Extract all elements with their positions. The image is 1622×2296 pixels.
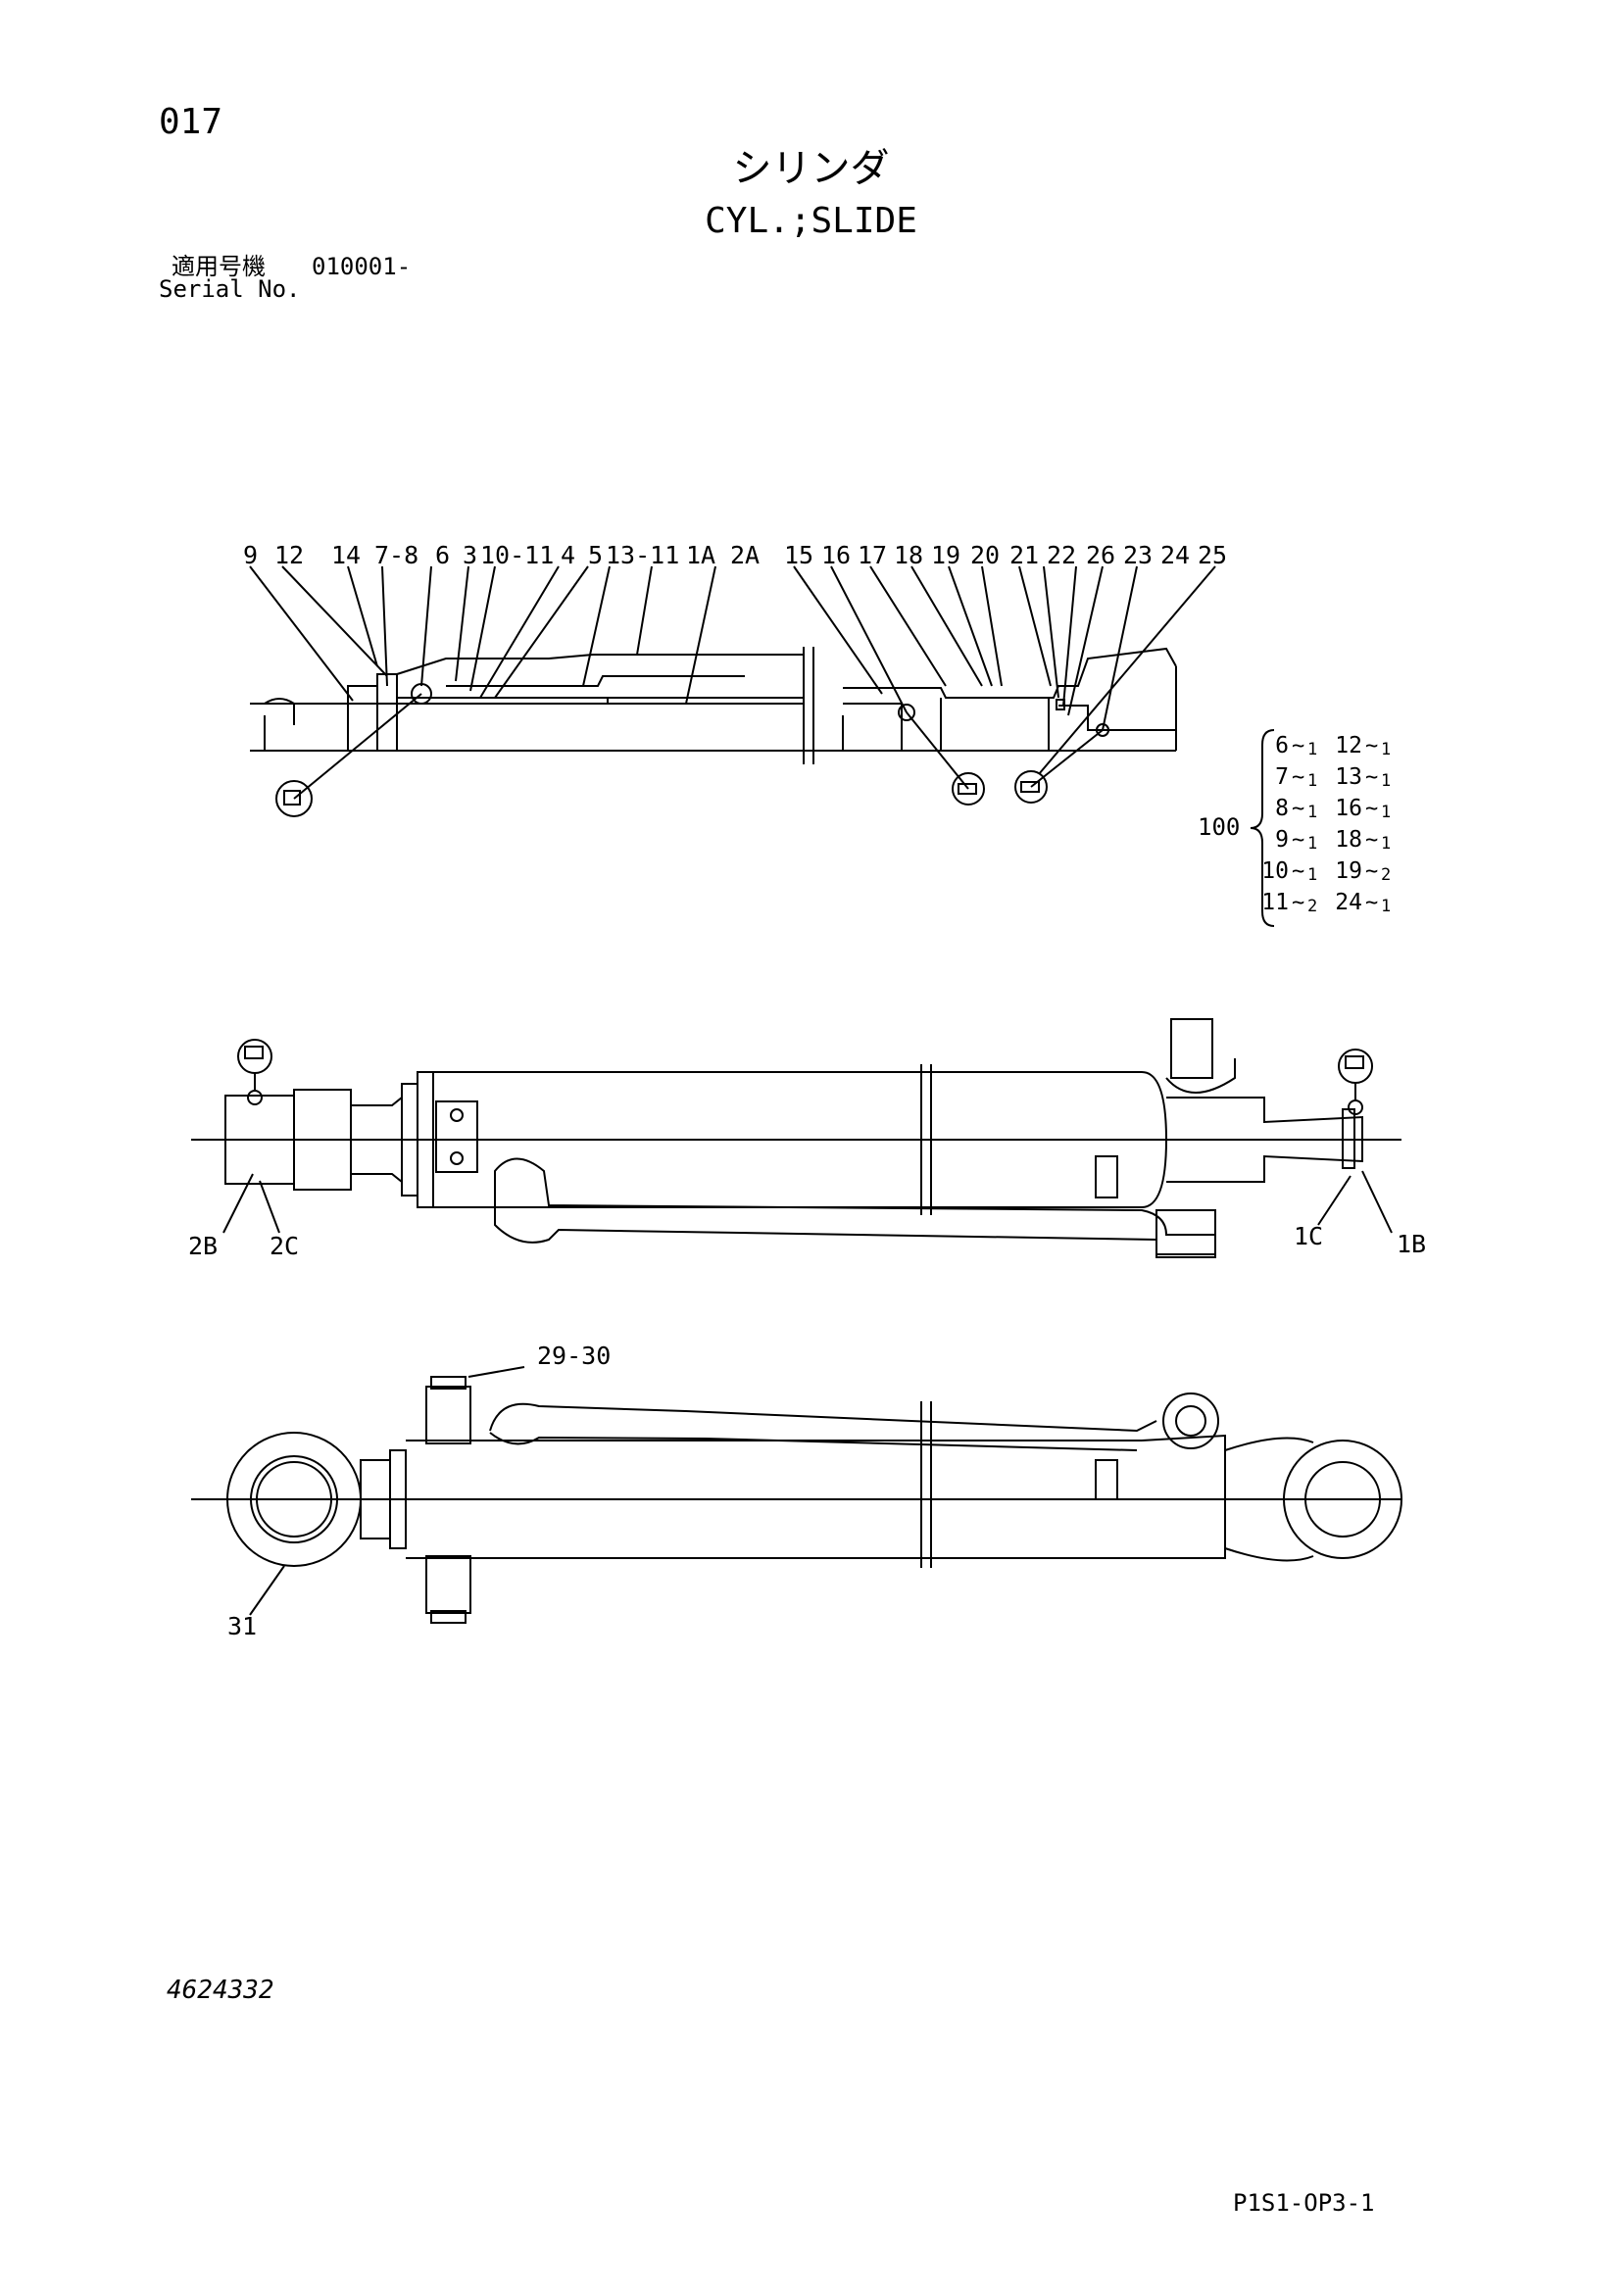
section-callouts: 9 12 14 7-8 6 3 10-11 4 5 13-11 1A 2A 15…	[243, 541, 1227, 569]
callout-19: 19	[931, 541, 960, 569]
top-view-callouts: 29-30 31	[227, 1342, 611, 1640]
callout-10-11: 10-11	[480, 541, 554, 569]
svg-text:1: 1	[1381, 803, 1391, 822]
svg-text:1: 1	[1307, 865, 1317, 885]
callout-31: 31	[227, 1612, 257, 1640]
svg-text:1: 1	[1381, 740, 1391, 759]
svg-text:8: 8	[1275, 796, 1289, 821]
callout-12: 12	[274, 541, 304, 569]
kit-row: 11~2 24~1	[1261, 890, 1391, 916]
svg-text:1: 1	[1307, 834, 1317, 854]
svg-text:19: 19	[1335, 858, 1362, 884]
callout-2A: 2A	[730, 541, 760, 569]
callout-5: 5	[588, 541, 603, 569]
callout-1C: 1C	[1294, 1222, 1323, 1250]
svg-text:~: ~	[1365, 859, 1378, 884]
svg-text:~: ~	[1365, 797, 1378, 821]
svg-text:~: ~	[1292, 734, 1304, 758]
svg-text:~: ~	[1365, 765, 1378, 790]
kit-row: 10~1 19~2	[1261, 858, 1391, 885]
callout-21: 21	[1009, 541, 1039, 569]
callout-17: 17	[858, 541, 887, 569]
callout-15: 15	[784, 541, 813, 569]
svg-text:~: ~	[1365, 891, 1378, 915]
kit-row: 8~1 16~1	[1275, 796, 1391, 822]
svg-text:~: ~	[1292, 859, 1304, 884]
serial-label-japanese: 適用号機	[172, 253, 266, 280]
callout-1A: 1A	[686, 541, 715, 569]
callout-1B: 1B	[1397, 1230, 1426, 1258]
document-number: 4624332	[167, 1976, 274, 2005]
svg-text:6: 6	[1275, 733, 1289, 758]
svg-text:2: 2	[1381, 865, 1391, 885]
callout-23: 23	[1123, 541, 1153, 569]
callout-13-11: 13-11	[606, 541, 679, 569]
callout-25: 25	[1198, 541, 1227, 569]
kit-row: 6~1 12~1	[1275, 733, 1391, 759]
svg-text:16: 16	[1335, 796, 1362, 821]
svg-text:24: 24	[1335, 890, 1362, 915]
svg-text:1: 1	[1307, 803, 1317, 822]
svg-text:18: 18	[1335, 827, 1362, 853]
side-view-callouts: 2B 2C 1C 1B	[188, 1222, 1426, 1260]
callout-2C: 2C	[270, 1232, 299, 1260]
kit-number: 100	[1198, 813, 1240, 841]
callout-6: 6	[435, 541, 450, 569]
svg-text:~: ~	[1292, 828, 1304, 853]
kit-row: 7~1 13~1	[1275, 764, 1391, 791]
svg-text:1: 1	[1307, 771, 1317, 791]
kit-brace	[1250, 729, 1275, 927]
callout-2B: 2B	[188, 1232, 218, 1260]
svg-text:~: ~	[1292, 765, 1304, 790]
callout-9: 9	[243, 541, 258, 569]
svg-text:~: ~	[1365, 828, 1378, 853]
kit-table: 100 6~1 12~1 7~1 13~1 8~1 16~1 9~1 18~1 …	[1198, 733, 1391, 916]
callout-3: 3	[463, 541, 477, 569]
svg-text:1: 1	[1381, 834, 1391, 854]
serial-number: 010001-	[312, 253, 412, 280]
svg-text:12: 12	[1335, 733, 1362, 758]
callout-29-30: 29-30	[537, 1342, 611, 1370]
page-number: 017	[159, 102, 223, 142]
svg-text:~: ~	[1292, 797, 1304, 821]
callout-14: 14	[331, 541, 361, 569]
side-view	[191, 1018, 1401, 1258]
svg-text:11: 11	[1261, 890, 1289, 915]
svg-text:~: ~	[1292, 891, 1304, 915]
callout-20: 20	[970, 541, 1000, 569]
svg-text:1: 1	[1307, 740, 1317, 759]
callout-24: 24	[1160, 541, 1190, 569]
svg-text:13: 13	[1335, 764, 1362, 790]
title-japanese: シリンダ	[732, 146, 890, 191]
svg-text:2: 2	[1307, 897, 1317, 916]
callout-26: 26	[1086, 541, 1115, 569]
callout-22: 22	[1047, 541, 1076, 569]
kit-row: 9~1 18~1	[1275, 827, 1391, 854]
title-english: CYL.;SLIDE	[705, 201, 917, 241]
svg-text:~: ~	[1365, 734, 1378, 758]
svg-text:9: 9	[1275, 827, 1289, 853]
svg-text:1: 1	[1381, 897, 1391, 916]
page-code: P1S1-OP3-1	[1233, 2189, 1375, 2217]
svg-text:7: 7	[1275, 764, 1289, 790]
callout-4: 4	[561, 541, 575, 569]
callout-18: 18	[894, 541, 923, 569]
top-view	[191, 1366, 1402, 1624]
section-view	[249, 565, 1216, 817]
serial-label-english: Serial No.	[159, 275, 301, 303]
callout-16: 16	[821, 541, 851, 569]
callout-7-8: 7-8	[374, 541, 418, 569]
svg-text:1: 1	[1381, 771, 1391, 791]
svg-text:10: 10	[1261, 858, 1289, 884]
